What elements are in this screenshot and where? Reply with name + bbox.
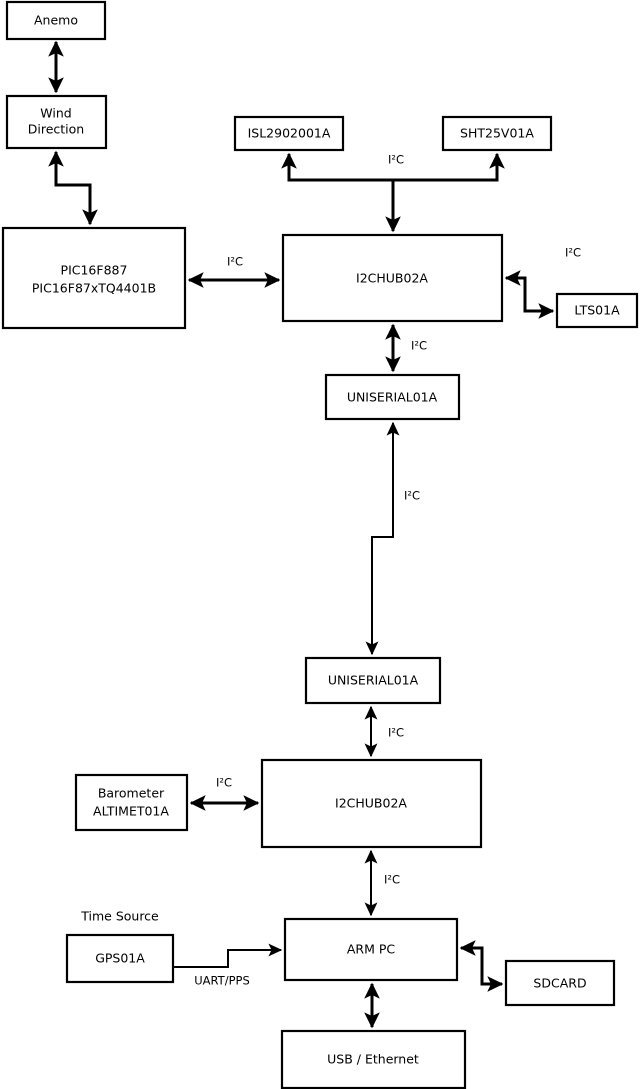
node-lts01a[interactable]: LTS01A (555, 292, 639, 329)
node-usb-ethernet-label: USB / Ethernet (327, 1052, 419, 1067)
edge-label-sensor-bus: I²C (388, 153, 404, 167)
node-isl2902001a-label: ISL2902001A (248, 126, 331, 141)
edge-label-barometer-hub: I²C (216, 776, 232, 790)
node-uniserial01a-lower[interactable]: UNISERIAL01A (304, 656, 442, 705)
edge-label-uniserial-hub-bottom: I²C (388, 726, 404, 740)
node-isl2902001a[interactable]: ISL2902001A (233, 115, 345, 152)
edge-hubtop-sht (393, 152, 505, 182)
node-sdcard[interactable]: SDCARD (504, 959, 616, 1007)
node-uniserial01a-upper-box (324, 373, 461, 421)
node-arm-pc[interactable]: ARM PC (283, 917, 459, 982)
node-anemo[interactable]: Anemo (5, 0, 107, 41)
edge-label-hub-uniserial: I²C (411, 339, 427, 353)
edge-gps-armpc (173, 943, 283, 968)
node-lts01a-label: LTS01A (574, 303, 620, 318)
node-wind-direction[interactable]: Wind Direction (5, 94, 108, 150)
node-barometer-box (74, 773, 189, 832)
node-usb-ethernet[interactable]: USB / Ethernet (280, 1029, 467, 1089)
edge-label-uart-pps: UART/PPS (194, 974, 250, 988)
node-i2chub02a-top-box (281, 233, 504, 323)
node-usb-ethernet-box (280, 1029, 467, 1089)
edge-armpc-sdcard (459, 940, 504, 992)
edge-label-pic-hub: I²C (227, 255, 243, 269)
node-pic-mcu-label-line2: PIC16F87xTQ4401B (32, 281, 156, 296)
node-sht25v01a-label: SHT25V01A (460, 126, 534, 141)
node-i2chub02a-bottom-box (260, 758, 483, 849)
edge-uniserial-link (365, 421, 400, 656)
node-uniserial01a-lower-box (304, 656, 442, 705)
label-time-source: Time Source (80, 909, 159, 924)
node-sdcard-box (504, 959, 616, 1007)
node-lts01a-box (555, 292, 639, 329)
node-barometer-label-line2: ALTIMET01A (93, 804, 169, 819)
node-gps01a-label: GPS01A (95, 951, 145, 966)
edge-winddirection-pic (48, 150, 98, 226)
node-gps01a[interactable]: GPS01A (65, 933, 175, 984)
node-isl2902001a-box (233, 115, 345, 152)
node-sht25v01a-box (441, 115, 553, 152)
node-uniserial01a-upper[interactable]: UNISERIAL01A (324, 373, 461, 421)
edge-label-hub-lts: I²C (565, 246, 581, 260)
node-wind-direction-label-line2: Direction (28, 122, 84, 137)
node-pic-mcu-label-line1: PIC16F887 (61, 263, 128, 278)
node-wind-direction-box (5, 94, 108, 150)
node-uniserial01a-lower-label: UNISERIAL01A (328, 673, 419, 688)
node-pic-mcu-box (1, 226, 187, 330)
node-i2chub02a-top-label: I2CHUB02A (356, 271, 428, 286)
edge-label-hub-armpc: I²C (384, 873, 400, 887)
edge-hubtop-isl (281, 152, 401, 233)
node-sdcard-label: SDCARD (533, 976, 586, 991)
node-i2chub02a-bottom-label: I2CHUB02A (335, 796, 407, 811)
node-wind-direction-label-line1: Wind (40, 106, 71, 121)
node-arm-pc-box (283, 917, 459, 982)
node-pic-mcu[interactable]: PIC16F887 PIC16F87xTQ4401B (1, 226, 187, 330)
node-i2chub02a-top[interactable]: I2CHUB02A (281, 233, 504, 323)
node-uniserial01a-upper-label: UNISERIAL01A (347, 390, 438, 405)
node-anemo-box (5, 0, 107, 41)
node-i2chub02a-bottom[interactable]: I2CHUB02A (260, 758, 483, 849)
node-anemo-label: Anemo (34, 13, 78, 28)
node-gps01a-box (65, 933, 175, 984)
node-barometer-label-line1: Barometer (98, 786, 165, 801)
node-sht25v01a[interactable]: SHT25V01A (441, 115, 553, 152)
edge-label-uniserial-link: I²C (404, 489, 420, 503)
edge-hubtop-lts (504, 270, 555, 319)
node-arm-pc-label: ARM PC (347, 942, 396, 957)
node-barometer[interactable]: Barometer ALTIMET01A (74, 773, 189, 832)
